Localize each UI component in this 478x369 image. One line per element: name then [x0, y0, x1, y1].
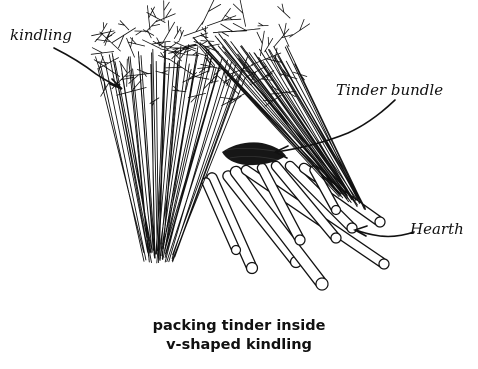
twig	[268, 37, 269, 45]
twig	[168, 21, 169, 32]
caption-line-2: v-shaped kindling	[0, 336, 478, 355]
caption-line-1: packing tinder inside	[0, 317, 478, 336]
twig	[233, 23, 246, 30]
figure-caption: packing tinder inside v-shaped kindling	[0, 317, 478, 355]
twig	[259, 23, 263, 26]
twig	[181, 30, 182, 35]
hearth-log-end	[331, 233, 341, 243]
twig	[120, 61, 128, 72]
hearth-log-end	[295, 235, 305, 245]
twig	[177, 26, 178, 33]
twig	[104, 82, 105, 90]
twig	[257, 32, 262, 43]
twig	[221, 24, 233, 31]
hearth-log-end	[347, 223, 357, 233]
twig	[202, 41, 208, 44]
hearth-arrow	[355, 226, 414, 237]
kindling-stick	[98, 69, 144, 253]
twig	[103, 23, 104, 29]
hearth-log-end	[316, 278, 328, 290]
tinder-bundle-label: Tinder bundle	[336, 81, 443, 99]
twig	[92, 48, 102, 53]
kindling-stick	[101, 67, 144, 262]
twig	[136, 31, 142, 35]
twig	[222, 32, 229, 36]
hearth-label: Hearth	[409, 220, 464, 238]
twig	[202, 0, 214, 24]
hearth-log-end	[232, 246, 241, 255]
kindling-label: kindling	[10, 26, 72, 44]
hearth-log-end	[379, 259, 389, 269]
hearth-log-end	[247, 263, 258, 274]
twig	[164, 2, 169, 10]
hearth-log-end	[375, 217, 385, 227]
hearth-log-end	[332, 206, 341, 215]
